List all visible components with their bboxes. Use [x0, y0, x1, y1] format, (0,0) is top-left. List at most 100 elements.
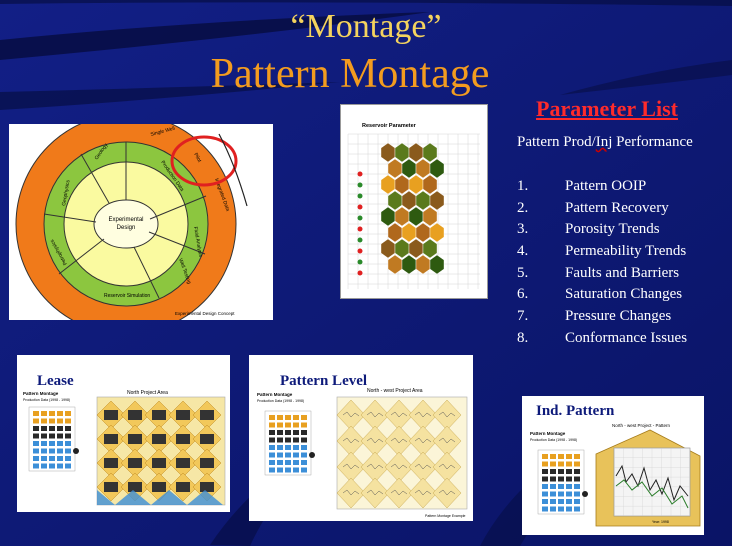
pattern-trend — [390, 463, 408, 470]
mini-bar — [33, 426, 39, 431]
mini-bar — [57, 411, 63, 416]
legend-dot — [357, 259, 363, 265]
mini-bar — [558, 461, 564, 467]
mini-bar — [269, 415, 275, 420]
pattern-mini-sub: Production Data (1998 - 1998) — [257, 399, 304, 403]
lease-mini-sub: Production Data (1998 - 1998) — [23, 398, 70, 402]
mini-bar — [293, 415, 299, 420]
mini-bar — [558, 499, 564, 504]
pattern-cell — [104, 458, 118, 468]
mini-bar — [301, 460, 307, 465]
mini-bar — [33, 411, 39, 416]
pattern-trend — [438, 411, 456, 418]
list-item: 4.Permeability Trends — [517, 241, 687, 263]
mini-bar — [41, 441, 47, 446]
pattern-trend — [414, 437, 432, 444]
pattern-cell — [176, 434, 190, 444]
pattern-cell — [200, 458, 214, 468]
list-item: 2.Pattern Recovery — [517, 198, 687, 220]
pattern-cell — [176, 410, 190, 420]
mini-bar — [33, 418, 39, 424]
mini-bar — [285, 467, 291, 473]
list-item-label: Permeability Trends — [565, 243, 687, 260]
pattern-level-montage: North - west Project Area Pattern Montag… — [257, 388, 468, 518]
pattern-level-label: Pattern Level — [280, 373, 368, 389]
pattern-trend — [342, 411, 360, 418]
mini-bar — [574, 491, 580, 497]
mini-bar — [566, 454, 572, 459]
wheel-arrow — [218, 133, 248, 207]
list-item-label: Pressure Changes — [565, 308, 672, 325]
mini-bar — [41, 426, 47, 431]
list-item-label: Faults and Barriers — [565, 264, 680, 281]
mini-bar — [269, 422, 275, 428]
hex-cell — [429, 190, 445, 211]
pattern-cell — [104, 434, 118, 444]
pattern-trend — [438, 489, 456, 496]
mini-pie — [309, 452, 315, 458]
reservoir-parameter-panel: Reservoir Parameter — [340, 104, 488, 299]
mini-bar — [550, 499, 556, 504]
pattern-caption: North - west Project Area — [367, 388, 423, 394]
mini-bar — [574, 461, 580, 467]
mini-bar — [542, 499, 548, 504]
mini-bar — [558, 469, 564, 474]
pattern-trend — [390, 489, 408, 496]
list-item-number: 5. — [517, 264, 529, 281]
ind-footer: Year: 1998 — [652, 520, 669, 524]
mini-bar — [542, 491, 548, 497]
mini-bar — [41, 411, 47, 416]
mini-bar — [558, 491, 564, 497]
mini-bar — [542, 454, 548, 459]
hex-cell — [422, 174, 438, 195]
legend-dot — [357, 193, 363, 199]
list-item-label: Pattern Recovery — [565, 199, 669, 216]
mini-bar — [277, 437, 283, 443]
mini-bar — [293, 452, 299, 458]
pattern-diamond — [432, 477, 462, 509]
list-item: 1.Pattern OOIP — [517, 176, 687, 198]
mini-bar — [41, 456, 47, 461]
mini-bar — [566, 469, 572, 474]
mini-bar — [558, 476, 564, 482]
pattern-trend — [342, 489, 360, 496]
mini-bar — [65, 426, 71, 431]
pattern-cell — [200, 410, 214, 420]
subheading-part2: Performance — [612, 134, 693, 150]
mini-bar — [566, 491, 572, 497]
mini-pie — [582, 491, 588, 497]
pattern-trend — [366, 489, 384, 496]
mini-bar — [41, 463, 47, 469]
pattern-cell — [128, 482, 142, 492]
pattern-cell — [200, 434, 214, 444]
pattern-diamond — [384, 477, 414, 509]
mini-bar — [558, 506, 564, 512]
mini-bar — [285, 445, 291, 450]
legend-dot — [357, 248, 363, 254]
wheel-center-label-1: Experimental — [108, 217, 143, 223]
highlight-circle — [170, 135, 238, 187]
list-item-number: 7. — [517, 308, 529, 325]
list-item-label: Saturation Changes — [565, 286, 683, 303]
wheel-label-reservoir-simulation: Reservoir Simulation — [104, 293, 150, 299]
pattern-trend — [366, 437, 384, 444]
mini-bar — [301, 452, 307, 458]
pattern-trend — [342, 463, 360, 470]
mini-bar — [269, 430, 275, 435]
slide-title-line1: “Montage” — [290, 8, 442, 45]
pattern-footer: Pattern Montage Example — [425, 514, 466, 518]
wheel-label-pilot: Pilot — [192, 152, 202, 164]
mini-bar — [277, 430, 283, 435]
pattern-trend — [414, 489, 432, 496]
mini-bar — [277, 460, 283, 465]
mini-bar — [293, 467, 299, 473]
mini-bar — [57, 463, 63, 469]
mini-bar — [57, 456, 63, 461]
mini-bar — [65, 441, 71, 446]
mini-bar — [574, 506, 580, 512]
mini-bar — [277, 422, 283, 428]
hex-cell — [422, 238, 438, 259]
mini-bar — [542, 484, 548, 489]
mini-bar — [277, 452, 283, 458]
pattern-level-panel: North - west Project Area Pattern Montag… — [249, 355, 473, 521]
